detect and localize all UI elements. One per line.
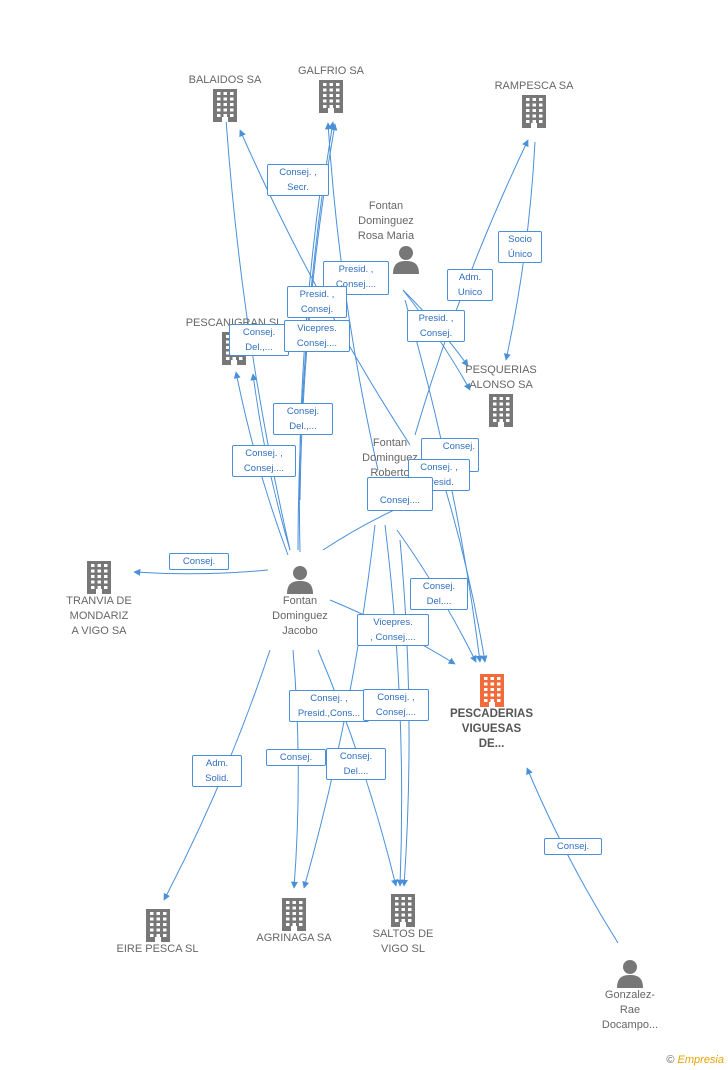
person-label: Gonzalez- Rae Docampo...: [601, 989, 659, 1031]
company-label: EIRE PESCA SL: [116, 943, 199, 955]
company-label: GALFRIO SA: [297, 65, 365, 77]
empresia-copyright: © Empresia: [666, 1054, 724, 1066]
relation-label[interactable]: Consej. , Consej....: [363, 689, 429, 721]
company-label: TRANVIA DE MONDARIZ A VIGO SA: [66, 595, 132, 637]
person-icon: [356, 244, 456, 274]
relation-label[interactable]: Consej. Del....: [326, 748, 386, 780]
company-galfrio[interactable]: GALFRIO SA: [276, 64, 386, 113]
person-icon: [580, 958, 680, 988]
person-icon: [250, 564, 350, 594]
company-agrinaga[interactable]: AGRINAGA SA: [239, 897, 349, 946]
person-rosa[interactable]: Fontan Dominguez Rosa Maria: [336, 199, 436, 274]
company-eire[interactable]: EIRE PESCA SL: [100, 908, 215, 957]
relation-label[interactable]: Presid. , Consej.: [287, 286, 347, 318]
company-label: BALAIDOS SA: [188, 74, 262, 86]
company-balaidos[interactable]: BALAIDOS SA: [170, 73, 280, 122]
company-saltos[interactable]: SALTOS DE VIGO SL: [348, 893, 458, 957]
building-icon: [239, 897, 349, 931]
company-label: RAMPESCA SA: [494, 80, 574, 92]
person-gonzalez[interactable]: Gonzalez- Rae Docampo...: [580, 958, 680, 1033]
relation-label[interactable]: Adm. Unico: [447, 269, 493, 301]
brand-name: mpresia: [684, 1054, 724, 1066]
relation-edge: [133, 568, 269, 576]
company-pescaderias-focus[interactable]: PESCADERIAS VIGUESAS DE...: [434, 673, 549, 752]
brand-e: E: [677, 1054, 685, 1066]
company-label: AGRINAGA SA: [256, 932, 332, 944]
relation-edge: [298, 184, 324, 553]
relation-edge: [322, 504, 406, 551]
building-icon: [100, 908, 215, 942]
building-icon: [276, 79, 386, 113]
relation-label[interactable]: Consej. , Presid.,Cons...: [289, 690, 369, 722]
company-label: PESCADERIAS VIGUESAS DE...: [449, 708, 534, 750]
building-icon: [170, 88, 280, 122]
relation-label[interactable]: Consej. Del.,...: [229, 324, 289, 356]
relation-label[interactable]: Vicepres. , Consej....: [357, 614, 429, 646]
relation-label[interactable]: Vicepres. Consej....: [284, 320, 350, 352]
copyright-symbol: ©: [666, 1054, 675, 1066]
person-label: Fontan Dominguez Roberto: [362, 437, 418, 479]
company-rampesca[interactable]: RAMPESCA SA: [479, 79, 589, 128]
relation-label[interactable]: Presid. , Consej....: [323, 261, 389, 295]
building-icon: [44, 560, 154, 594]
building-icon: [479, 94, 589, 128]
relation-label[interactable]: Socio Único: [498, 231, 542, 263]
company-tranvia[interactable]: TRANVIA DE MONDARIZ A VIGO SA: [44, 560, 154, 639]
relation-label[interactable]: Consej.: [169, 553, 229, 570]
relation-edge: [290, 649, 299, 889]
company-label: PESQUERIAS ALONSO SA: [465, 364, 537, 391]
relation-label[interactable]: Adm. Solid.: [192, 755, 242, 787]
building-icon: [446, 393, 556, 427]
relation-label[interactable]: Consej....: [367, 477, 433, 511]
company-pesquerias[interactable]: PESQUERIAS ALONSO SA: [446, 363, 556, 427]
relation-label[interactable]: Consej.: [266, 749, 326, 766]
person-label: Fontan Dominguez Jacobo: [272, 595, 328, 637]
company-label: SALTOS DE VIGO SL: [372, 928, 434, 955]
relation-label[interactable]: Consej. Del.,...: [273, 403, 333, 435]
relation-label[interactable]: Presid. , Consej.: [407, 310, 465, 342]
relation-label[interactable]: Consej. , Secr.: [267, 164, 329, 196]
person-jacobo[interactable]: Fontan Dominguez Jacobo: [250, 564, 350, 639]
building-icon: [348, 893, 458, 927]
building-icon: [434, 673, 549, 707]
relation-label[interactable]: Consej. Del....: [410, 578, 468, 610]
relation-label[interactable]: Consej. , Consej....: [232, 445, 296, 477]
relation-label[interactable]: Consej.: [544, 838, 602, 855]
person-label: Fontan Dominguez Rosa Maria: [357, 200, 415, 242]
relation-edge: [526, 767, 619, 944]
